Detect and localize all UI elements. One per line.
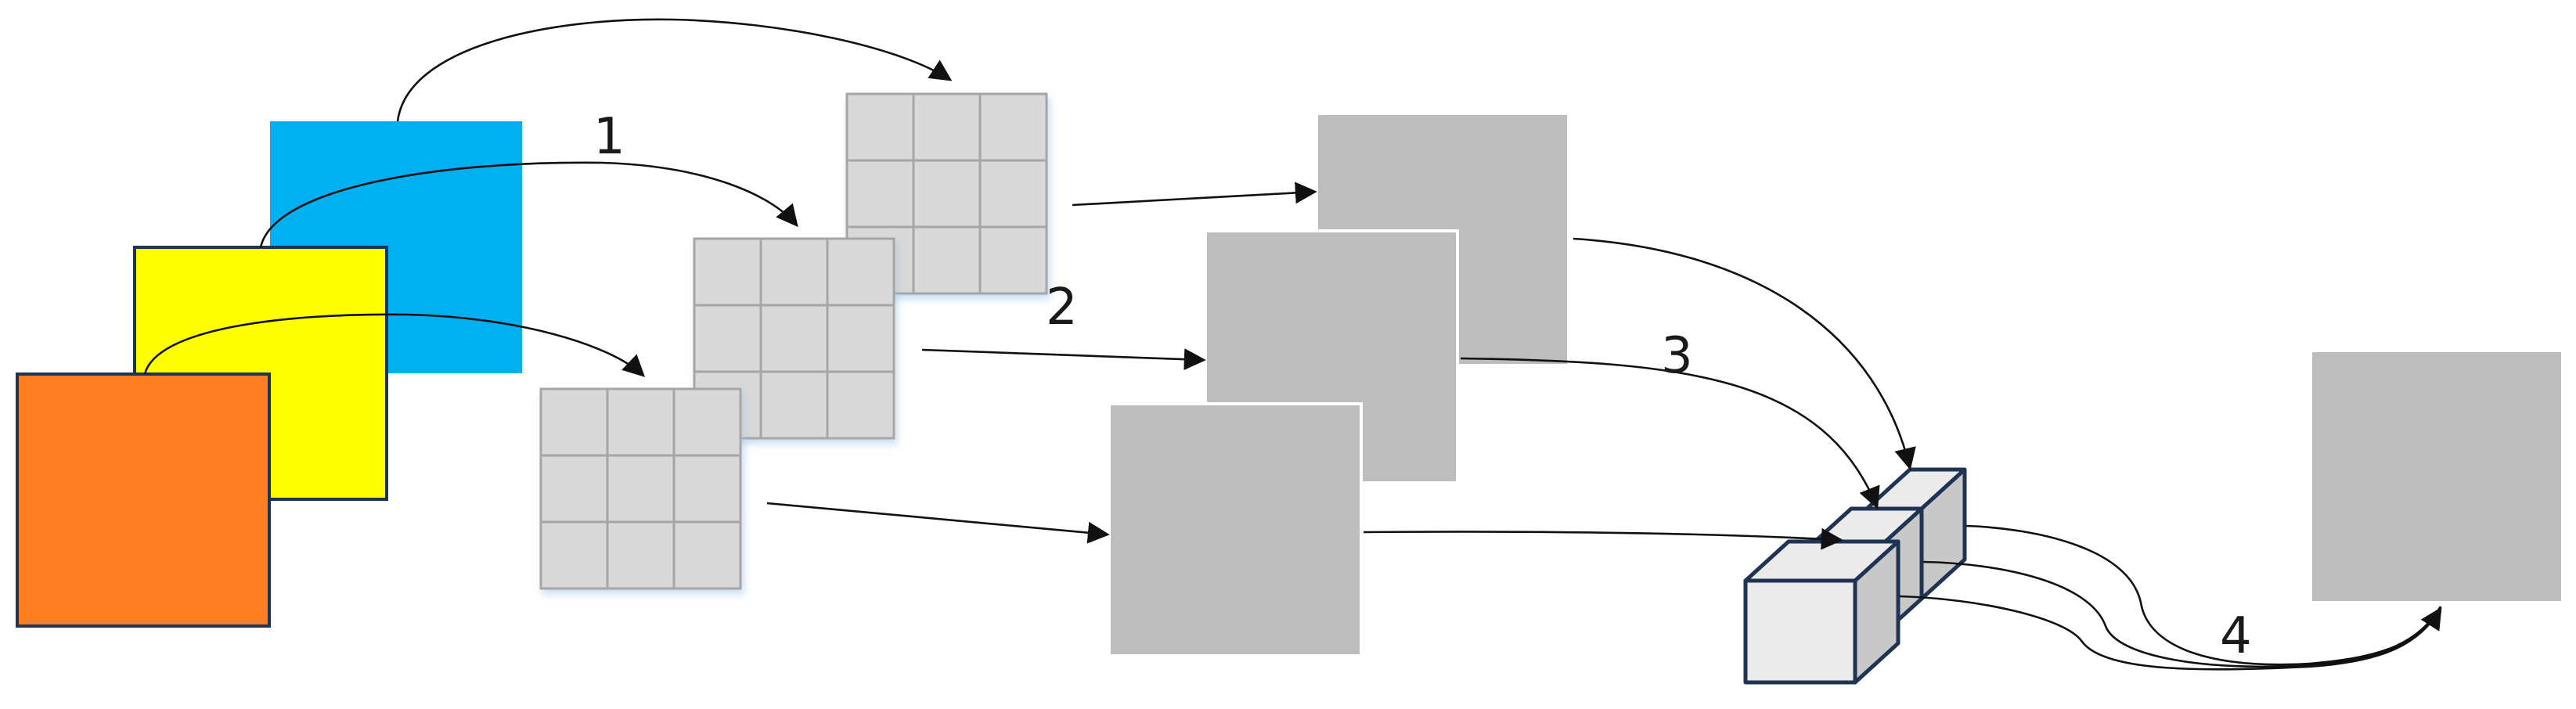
kernel-bottom	[539, 387, 742, 590]
arrow-yellow-to-kernel	[259, 161, 798, 248]
kernel-top	[845, 92, 1048, 295]
arrow-cube-middle-to-output	[1922, 560, 2442, 668]
arrow-orange-to-kernel	[143, 313, 646, 377]
arrow-cube-back-to-output	[1965, 524, 2442, 666]
pointwise-cube-stack	[1743, 467, 1967, 685]
step-label-2: 2	[1046, 279, 1078, 337]
feature-map-bottom	[1108, 402, 1363, 657]
arrow-cube-front-to-output	[1899, 595, 2442, 671]
step-label-4: 4	[2220, 607, 2252, 665]
arrow-map-top-to-cube	[1573, 237, 1916, 470]
arrow-blue-to-kernel	[396, 18, 953, 122]
output-feature-map	[2309, 349, 2564, 604]
arrow-map-bottom-to-cube	[1363, 527, 1843, 550]
input-channel-orange	[16, 372, 271, 628]
step-label-1: 1	[593, 108, 625, 166]
arrow-kernel-bottom-to-map	[766, 502, 1110, 544]
arrow-kernel-top-to-map	[1072, 182, 1317, 207]
arrow-kernel-middle-to-map	[921, 348, 1206, 371]
step-label-3: 3	[1661, 327, 1693, 385]
arrow-map-middle-to-cube	[1460, 357, 1880, 509]
